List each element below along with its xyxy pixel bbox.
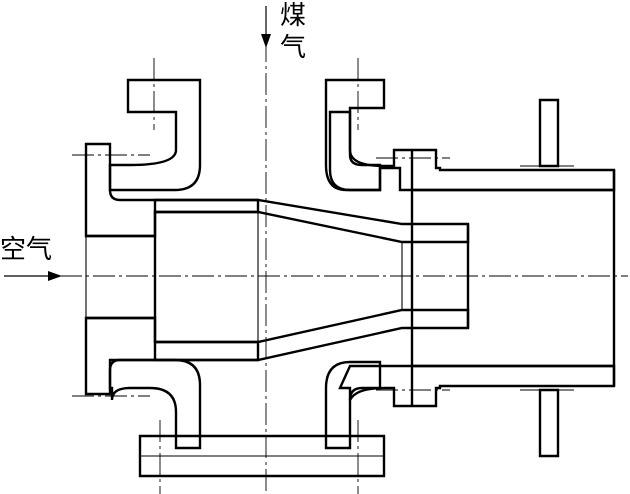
center-lines bbox=[60, 40, 628, 494]
end-plate-lower bbox=[84, 316, 260, 396]
cone-lower-wall bbox=[153, 308, 470, 362]
gas-inlet-label-2: 气 bbox=[280, 33, 306, 63]
air-inlet-end-plate bbox=[84, 142, 260, 396]
gas-chamber-lower bbox=[108, 358, 386, 478]
air-inlet-label: 空气 bbox=[0, 235, 52, 265]
gas-inlet-upper bbox=[108, 78, 386, 192]
cone-upper-wall bbox=[153, 198, 470, 244]
mixing-tube-casing bbox=[328, 98, 616, 458]
outlet-flange-top bbox=[538, 98, 560, 168]
casing-upper-wall bbox=[328, 110, 616, 192]
gas-arrow-head bbox=[261, 34, 271, 48]
gas-pipe-left-wall bbox=[108, 78, 202, 192]
air-arrow-head bbox=[48, 271, 62, 281]
casing-lower-wall bbox=[338, 364, 616, 408]
outlet-flange-bottom bbox=[538, 388, 560, 458]
gas-inlet-label-1: 煤 bbox=[280, 1, 306, 31]
gas-pipe-right-wall bbox=[324, 78, 386, 192]
labels: 煤 气 空气 bbox=[0, 1, 306, 265]
bottom-flange bbox=[138, 434, 386, 478]
flow-arrows bbox=[4, 6, 271, 281]
bottom-left-wall bbox=[108, 358, 202, 450]
air-nozzle-cone bbox=[153, 198, 470, 362]
